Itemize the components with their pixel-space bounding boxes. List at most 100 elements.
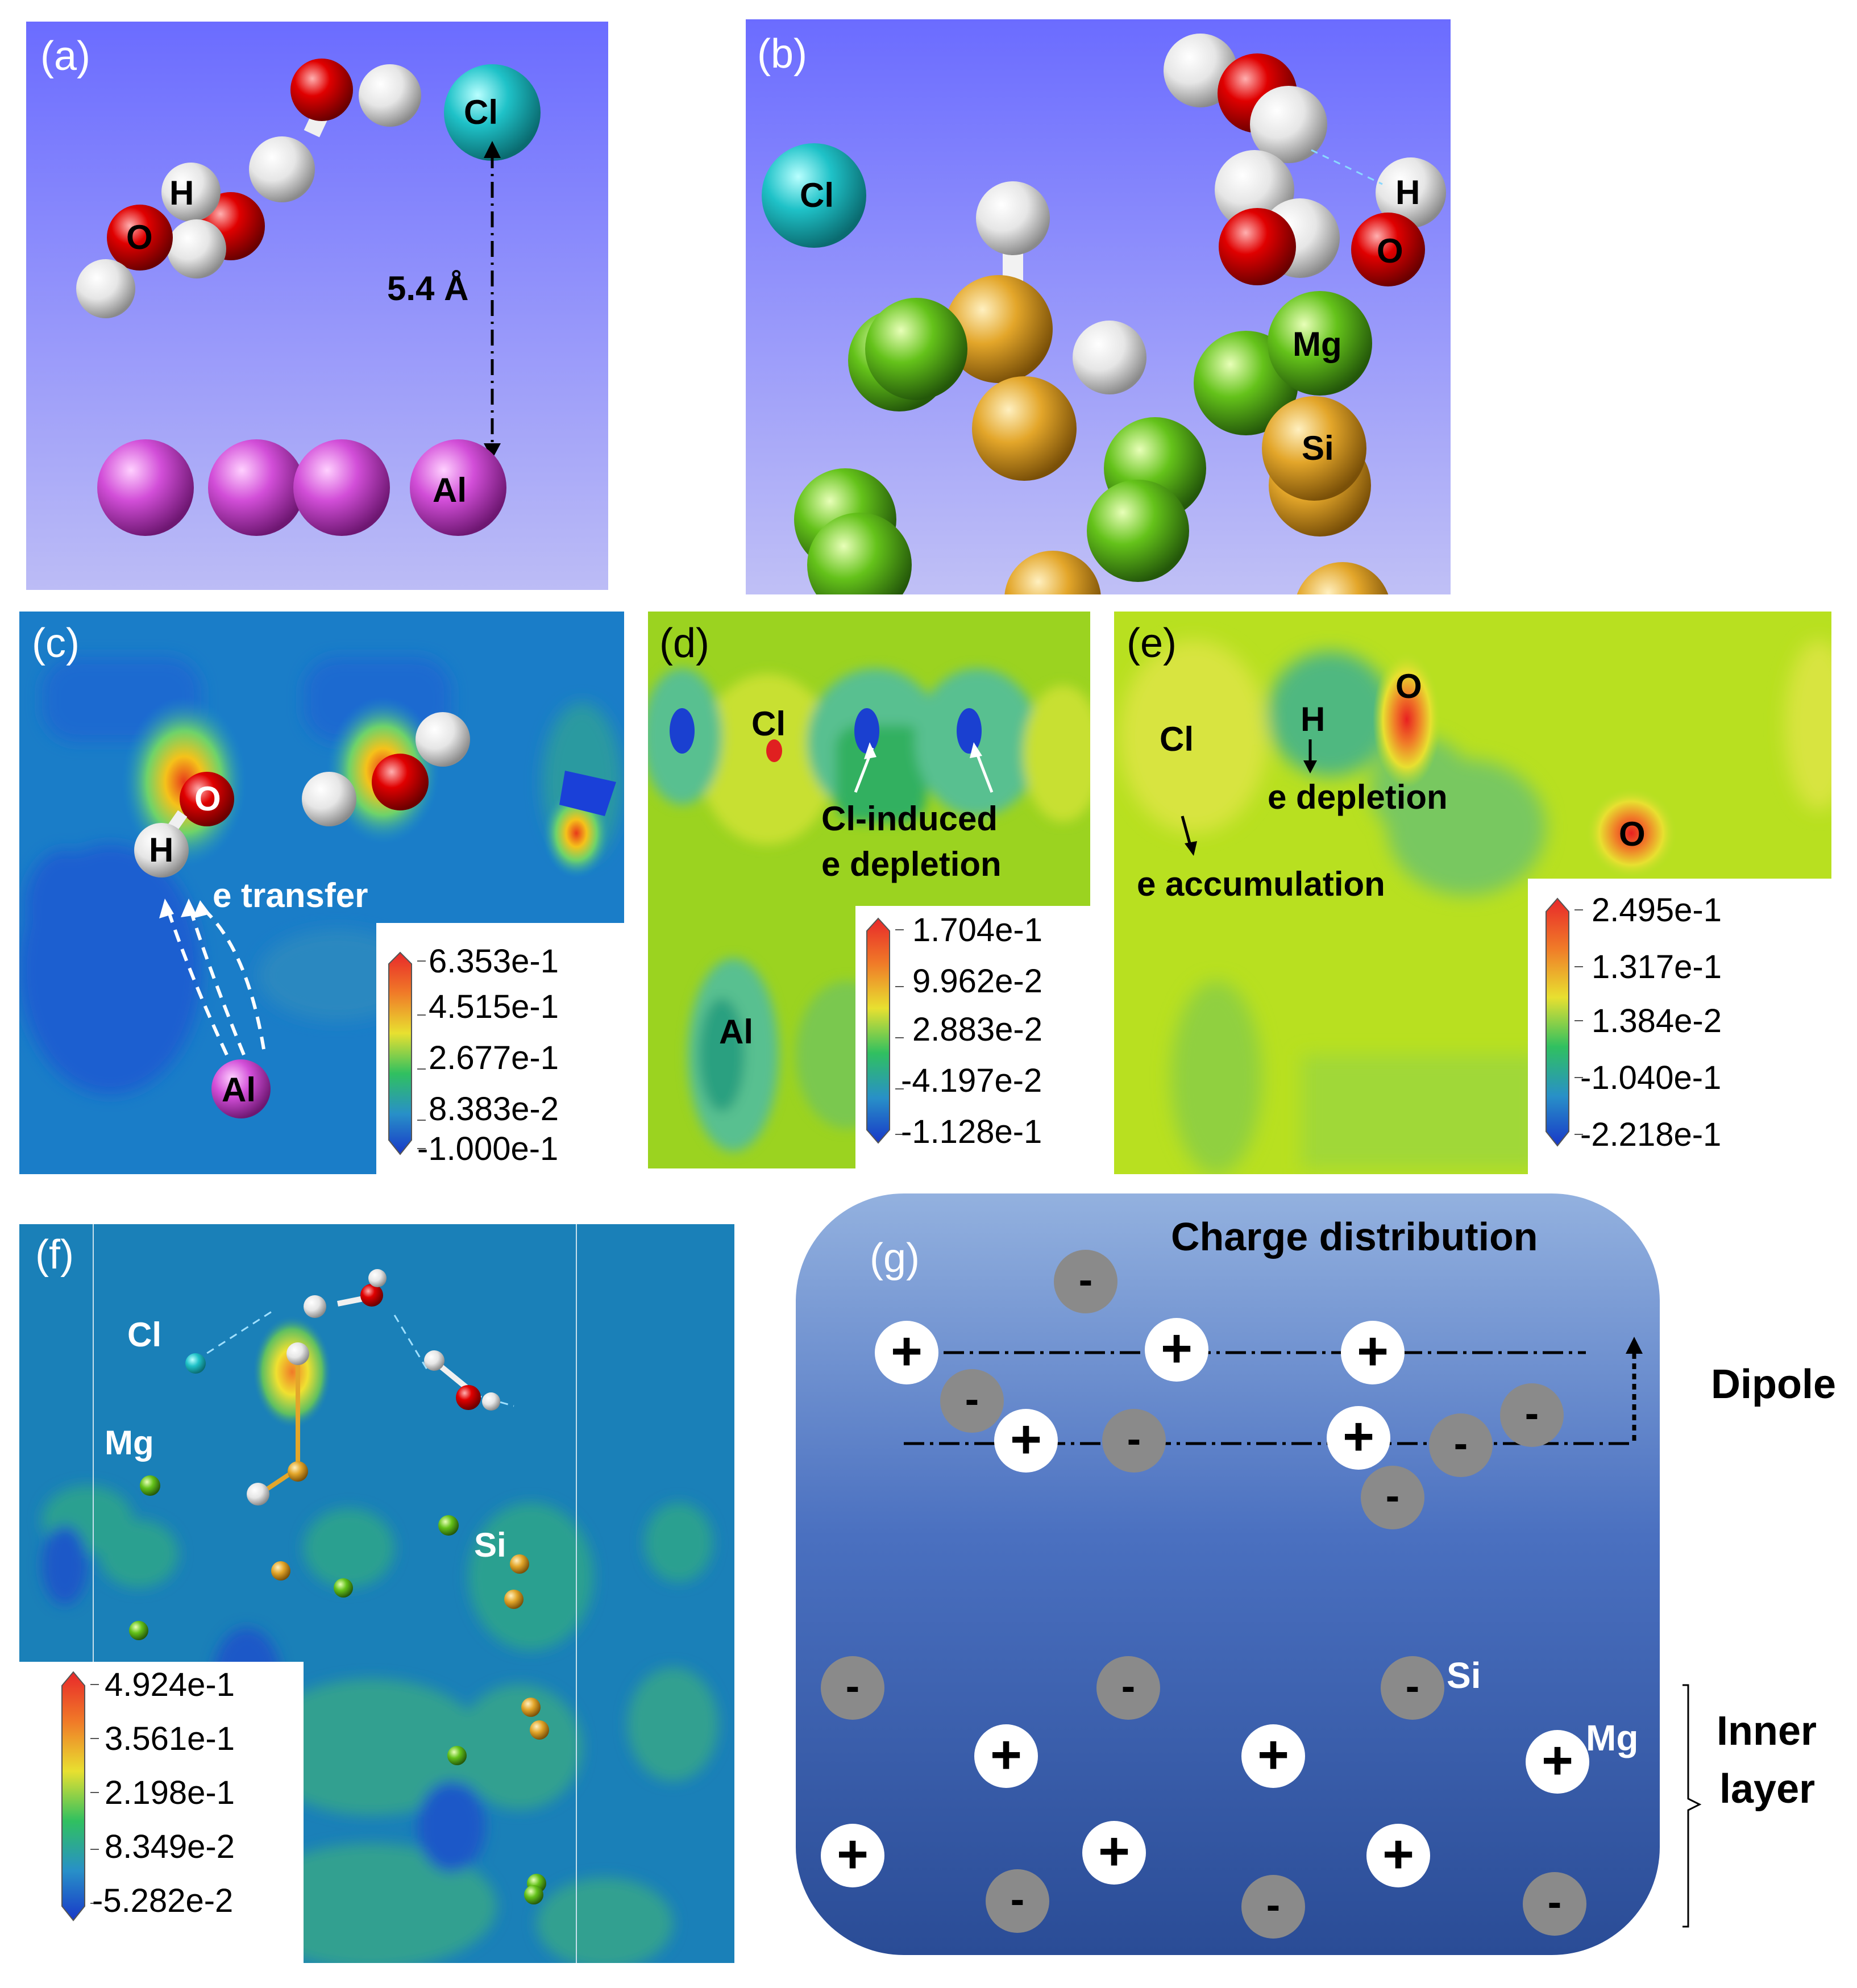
atom-label-cl: Cl	[464, 93, 498, 131]
hydrogen-atom	[368, 1269, 387, 1287]
negative-charge-sign: -	[1454, 1420, 1468, 1467]
hydrogen-atom	[359, 64, 421, 127]
silicon-atom	[1297, 562, 1389, 594]
aluminum-atom	[410, 439, 506, 536]
panel-c: (c) O H Al e transfer 6.353e-1 4.515e-1 …	[19, 612, 624, 1174]
positive-charge-sign: +	[1257, 1724, 1289, 1785]
panel-b-scene: (b) Cl H O Mg Si	[746, 19, 1451, 594]
colorbar	[1546, 897, 1569, 1147]
negative-charge	[1381, 1656, 1444, 1720]
silicon-atom	[1004, 551, 1101, 594]
positive-charge	[1145, 1318, 1208, 1382]
atom-label-o: O	[1619, 815, 1646, 853]
negative-charge	[1054, 1250, 1117, 1313]
colorbar-tick: -1.128e-1	[901, 1113, 1042, 1150]
colorbar	[61, 1671, 85, 1922]
colorbar-tick: 1.704e-1	[912, 912, 1042, 949]
silicon-atom	[288, 1461, 308, 1482]
magnesium-atom	[865, 298, 967, 400]
silicon-atom	[504, 1590, 524, 1609]
hydrogen-atom	[424, 1350, 444, 1371]
hydrogen-atom	[976, 181, 1050, 255]
colorbar-tick: -4.197e-2	[901, 1062, 1042, 1099]
colorbar-tick: 2.198e-1	[105, 1774, 235, 1811]
negative-charge	[1361, 1466, 1424, 1529]
annotation-e-accumulation: e accumulation	[1137, 865, 1385, 903]
negative-charge	[940, 1369, 1004, 1433]
colorbar-tick: 4.924e-1	[105, 1666, 235, 1703]
positive-charge	[1341, 1321, 1405, 1384]
panel-e-label: (e)	[1127, 621, 1177, 666]
negative-charge-sign: -	[1406, 1662, 1420, 1710]
panel-g-scene: ------------+++++++++++ (g) Charge distr…	[796, 1193, 1836, 1955]
hydrogen-atom	[76, 259, 135, 318]
colorbar	[866, 917, 890, 1144]
colorbar-tick: 3.561e-1	[105, 1720, 235, 1757]
atom-label-mg: Mg	[1293, 325, 1342, 363]
density-hotspot	[252, 1315, 332, 1429]
positive-charge-sign: +	[1098, 1821, 1130, 1882]
colorbar-tick: 4.515e-1	[429, 988, 559, 1025]
oxygen-atom	[1351, 213, 1425, 286]
negative-charge	[1096, 1656, 1160, 1720]
colorbar-tick: 8.383e-2	[429, 1091, 559, 1128]
hydrogen-atom	[1376, 157, 1446, 228]
negative-charge-sign: -	[1525, 1390, 1539, 1437]
oxygen-atom	[360, 1284, 383, 1307]
positive-charge-sign: +	[837, 1824, 869, 1885]
hydrogen-atom	[304, 1295, 326, 1318]
colorbar-tick: 9.962e-2	[912, 963, 1042, 1000]
oxygen-atom	[290, 59, 353, 121]
hydrogen-atom	[302, 772, 356, 826]
silicon-atom	[530, 1720, 549, 1740]
annotation-cl-induced: Cl-induced	[821, 800, 998, 838]
aluminum-atom	[293, 439, 390, 536]
negative-charge	[1241, 1875, 1305, 1939]
oxygen-atom	[107, 205, 173, 271]
negative-charge	[1500, 1383, 1564, 1447]
negative-charge-sign: -	[1386, 1472, 1400, 1519]
atom-label-al: Al	[719, 1013, 753, 1051]
magnesium-atom	[524, 1885, 543, 1904]
panel-g-title: Charge distribution	[1171, 1215, 1538, 1259]
atom-label-cl: Cl	[127, 1316, 161, 1354]
colorbar-box	[855, 906, 1090, 1168]
panel-c-scene: (c) O H Al e transfer 6.353e-1 4.515e-1 …	[19, 612, 624, 1174]
atom-label-cl: Cl	[751, 705, 786, 743]
colorbar-tick: 6.353e-1	[429, 943, 559, 980]
atom-label-mg: Mg	[105, 1424, 154, 1462]
positive-charge	[974, 1724, 1038, 1788]
chlorine-atom	[185, 1353, 206, 1374]
panel-a-label: (a)	[40, 34, 90, 79]
positive-charge-sign: +	[1343, 1406, 1374, 1467]
silicon-atom	[945, 275, 1053, 383]
positive-charge-sign: +	[990, 1724, 1022, 1785]
aluminum-atom	[211, 1059, 271, 1118]
atom-label-al: Al	[222, 1071, 256, 1109]
panel-e-scene: (e) Cl H O O e depletion e accumulation …	[1114, 612, 1831, 1174]
positive-charge	[1526, 1730, 1589, 1794]
colorbar-tick: -1.040e-1	[1580, 1059, 1721, 1096]
negative-charge-sign: -	[1548, 1878, 1562, 1925]
panel-c-label: (c)	[32, 621, 80, 666]
hydrogen-atom	[1073, 321, 1146, 394]
panel-b-label: (b)	[757, 31, 807, 77]
panel-d: (d) Cl Al Cl-induced e depletion 1.704e-…	[648, 612, 1090, 1168]
colorbar-tick: 1.317e-1	[1592, 949, 1722, 985]
colorbar-tick: 2.677e-1	[429, 1039, 559, 1076]
silicon-atom	[510, 1554, 529, 1574]
positive-charge	[1366, 1824, 1430, 1887]
oxygen-atom	[1219, 208, 1296, 285]
panel-d-scene: (d) Cl Al Cl-induced e depletion 1.704e-…	[648, 612, 1090, 1168]
positive-charge	[821, 1824, 884, 1887]
magnesium-atom	[129, 1621, 148, 1640]
si-label: Si	[1447, 1655, 1481, 1696]
annotation-e-depletion: e depletion	[821, 845, 1002, 883]
aluminum-atom	[97, 439, 194, 536]
negative-charge-sign: -	[1011, 1875, 1025, 1923]
density-hotspot	[766, 739, 782, 762]
atom-label-cl: Cl	[800, 176, 834, 214]
positive-charge	[1241, 1724, 1305, 1788]
density-hotspot	[1373, 651, 1441, 788]
charge-box	[796, 1193, 1660, 1955]
